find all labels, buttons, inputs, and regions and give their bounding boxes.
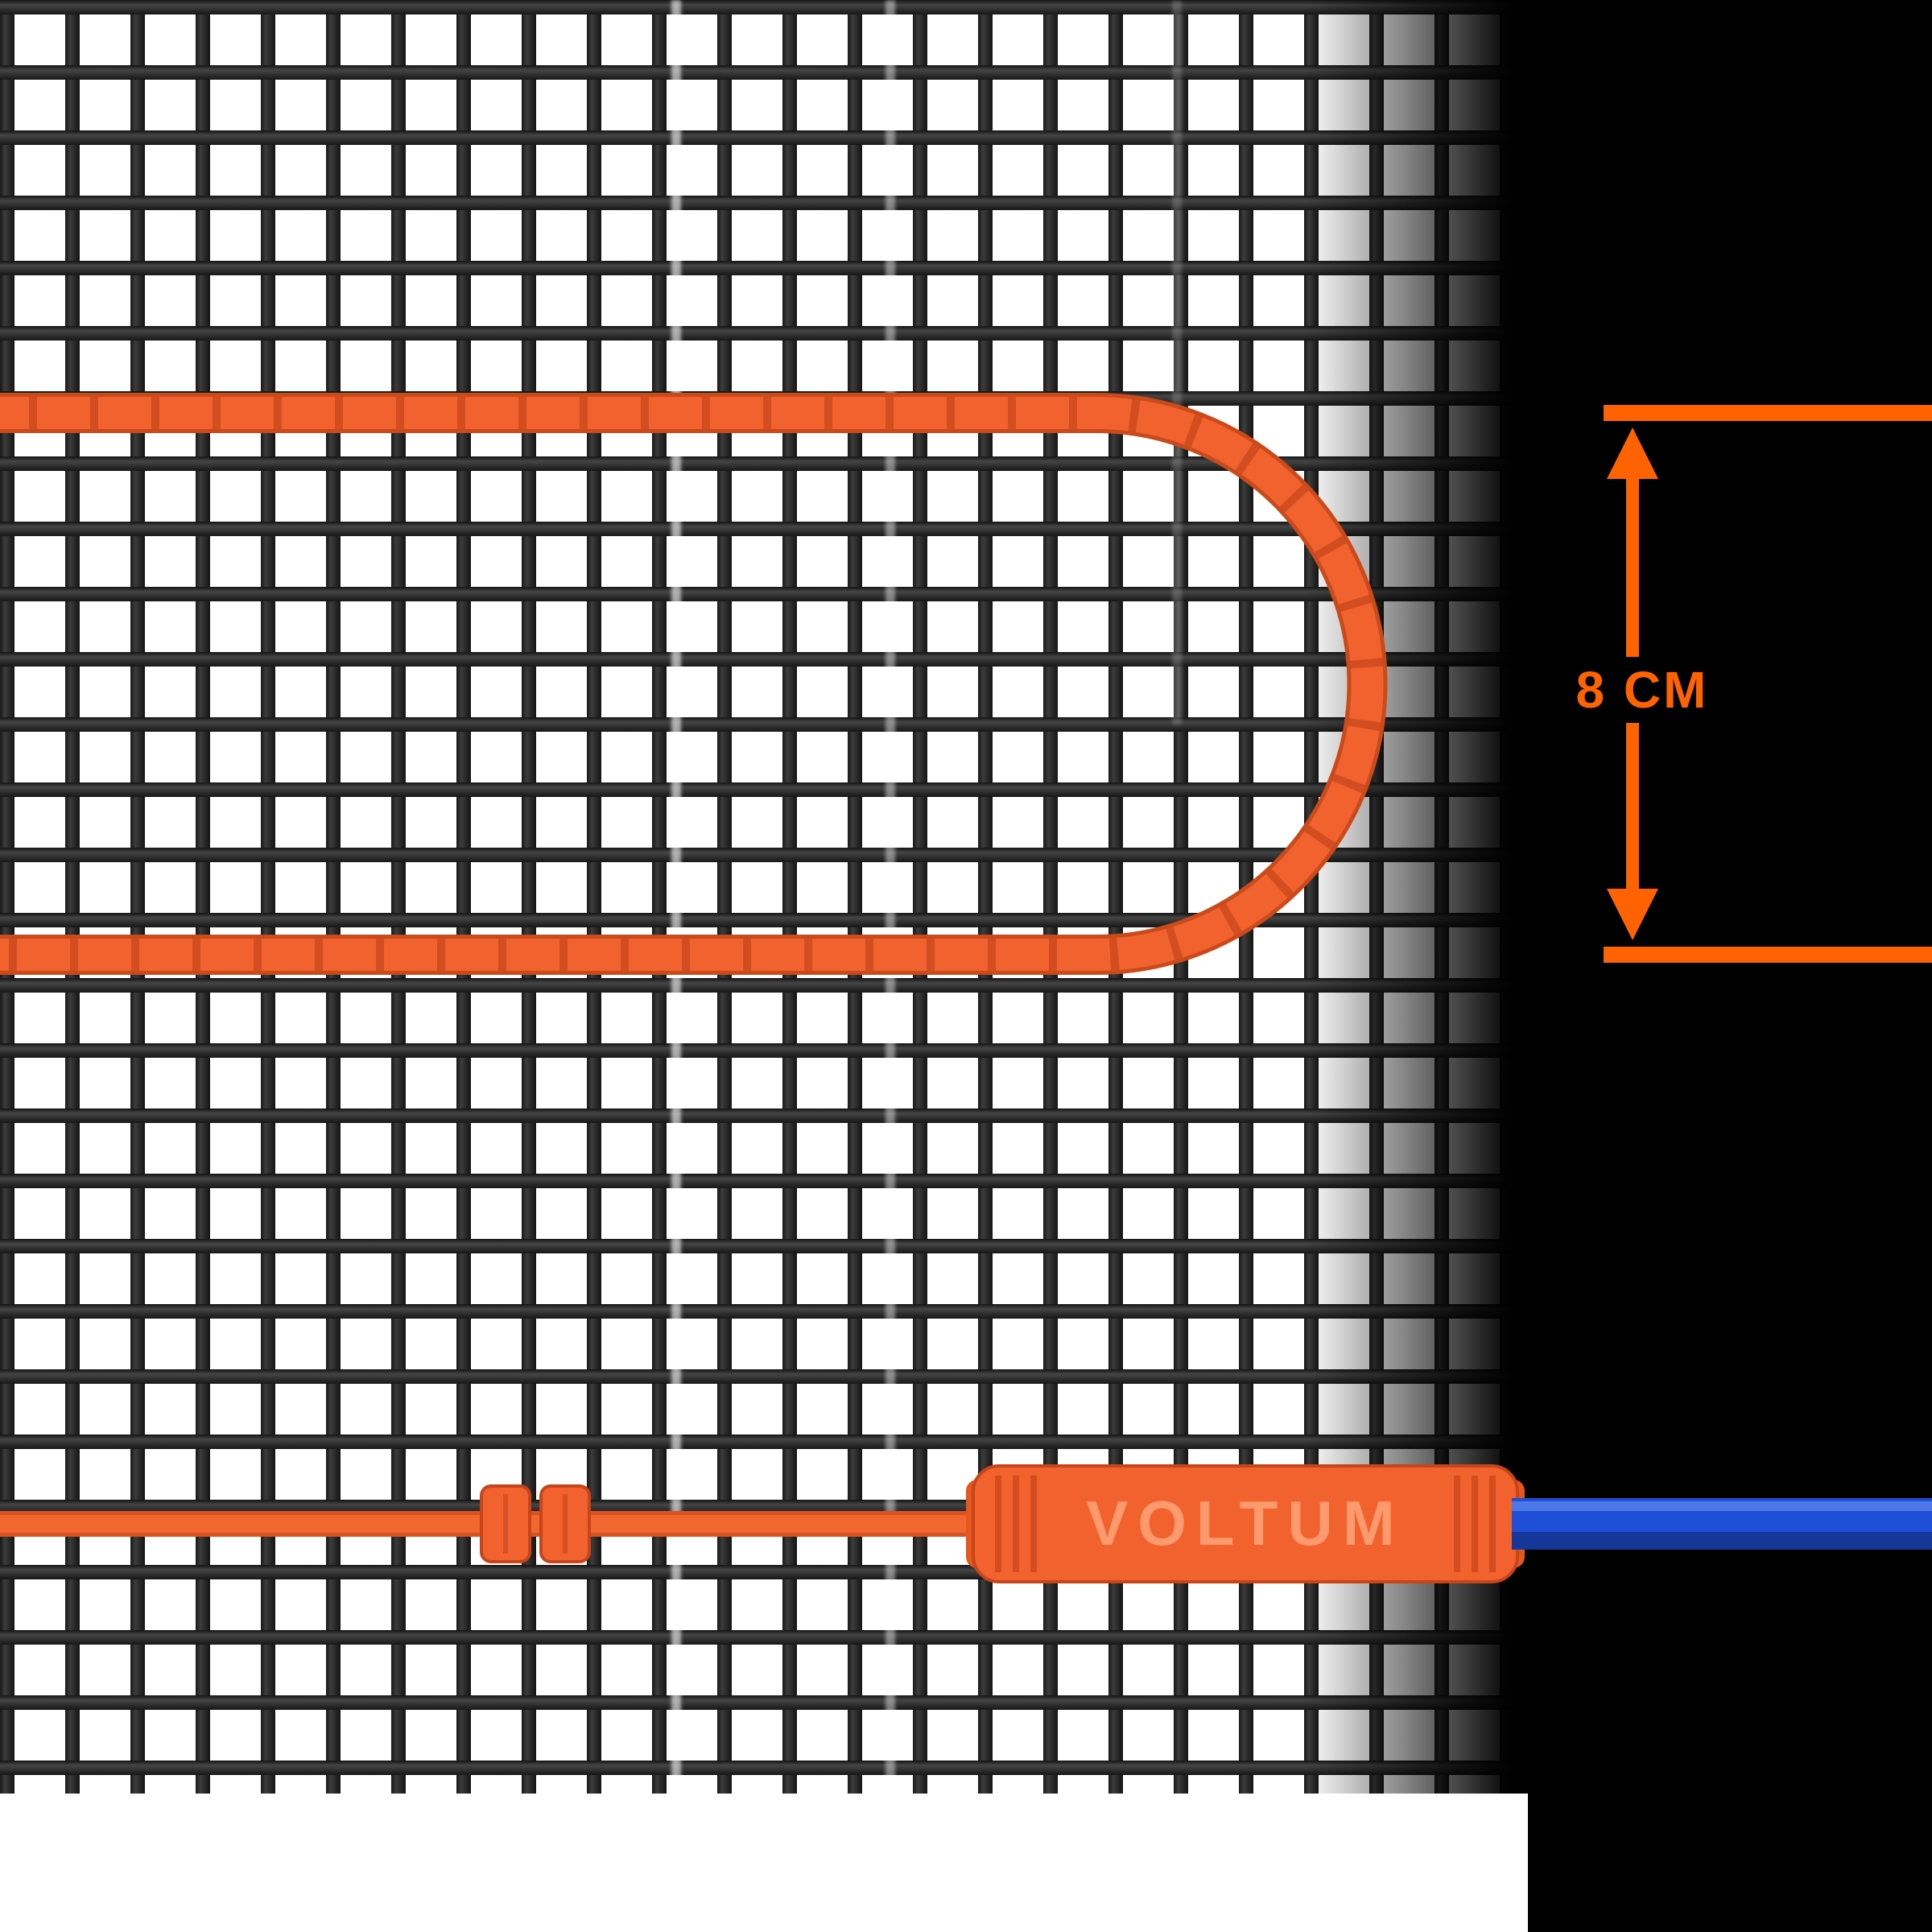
cold-lead-blue-cable [1512,1498,1932,1550]
clip-groove [503,1494,568,1554]
heating-cable-outline [0,393,1388,975]
arrow-down-icon [1607,889,1658,940]
heating-cable [0,393,1388,975]
arrow-up-icon [1607,427,1658,479]
background-right-panel [1528,0,1932,1932]
dimension-annotation [1604,405,1932,963]
brand-label: VOLTUM [1086,1488,1405,1558]
dimension-bar-bottom [1604,947,1932,963]
blue-cable-highlight [1512,1501,1932,1511]
power-connector: VOLTUM [966,1464,1525,1583]
mesh-highlight-stripe [886,0,895,1794]
heating-cable-core [0,397,1384,971]
connector-ribs-left [995,1476,1037,1572]
heating-cable-wrap-texture [0,396,1385,972]
mesh-highlight-stripe [671,0,681,1794]
cable-splice-clip [480,1484,591,1563]
mesh-highlight-stripe [1172,0,1182,724]
dimension-line-lower [1626,723,1639,892]
blue-cable-shadow [1512,1532,1932,1550]
dimension-line-upper [1626,475,1639,657]
dimension-bar-top [1604,405,1932,421]
cold-lead-assembly: VOLTUM [0,1464,1932,1583]
connector-ribs-right [1454,1476,1496,1572]
spacing-label: 8 CM [1575,661,1709,719]
